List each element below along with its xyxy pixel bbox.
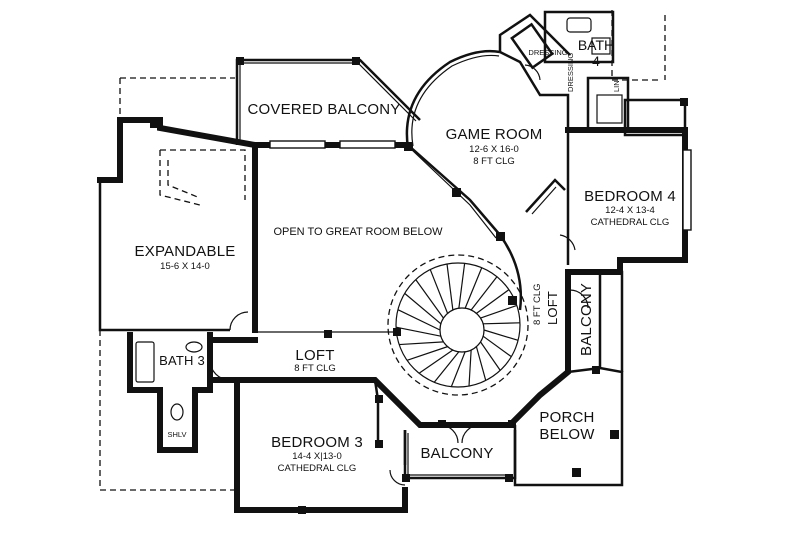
game-room-ceiling: 8 FT CLG [473,156,515,167]
stair-tread [483,322,520,325]
stair-tread [475,346,487,381]
game-room-walls [405,13,571,265]
loft-stair-ceiling: 8 FT CLG [532,283,543,325]
stair-tread [450,351,466,387]
stair-tread [470,276,498,311]
stair-tread [406,346,448,361]
game-room-label: GAME ROOM [445,126,543,143]
expandable-size: 15-6 X 14-0 [160,261,210,272]
stair-tread [415,279,444,319]
stair-tread [458,263,466,309]
stair-tread [464,267,483,309]
stair-tread [418,349,454,374]
game-room-size: 12-6 X 16-0 [469,144,519,155]
open-area-walls [252,140,523,338]
lin-label: LIN [612,80,621,92]
stair-tread [399,341,444,346]
stair-tread [480,341,501,371]
stair-tread [468,349,472,387]
bedroom4-walls [565,98,692,275]
bedroom4-size: 12-4 X 13-4 [605,205,655,216]
stair-tread [429,269,449,314]
covered-balcony-walls [235,57,421,145]
bedroom4-ceiling: CATHEDRAL CLG [590,217,670,228]
open-to-great-room-label: OPEN TO GREAT ROOM BELOW [273,226,443,238]
shlv-label: SHLV [167,430,187,439]
expandable-walls [97,117,258,333]
bath3-walls [127,332,213,453]
stair-tread [404,292,442,325]
bedroom3-label: BEDROOM 3 [271,434,363,451]
stair-tread [433,351,460,383]
loft-walls [207,269,571,428]
dressing-side-label: DRESSING [566,52,575,92]
stair-tread [480,304,518,319]
dressing-top-label: DRESSING [528,48,568,57]
loft-ceiling: 8 FT CLG [294,363,336,374]
stair-tread [483,329,519,341]
stair-tread [476,289,510,314]
spiral-stair [387,254,529,396]
bath3-label: BATH 3 [159,353,205,368]
expandable-label: EXPANDABLE [134,243,236,260]
loft-label: LOFT [295,347,335,364]
stair-tread [482,335,512,358]
balcony-right-label: BALCONY [578,282,595,356]
balcony-bottom-label: BALCONY [420,445,494,462]
bedroom3-size: 14-4 X|13-0 [292,451,342,462]
covered-balcony-label: COVERED BALCONY [247,101,401,118]
stair-tread [446,263,454,311]
porch-walls [513,270,624,487]
loft-stair-label: LOFT [545,290,560,325]
door-swings [209,64,589,486]
stair-tread [397,309,441,331]
bedroom3-ceiling: CATHEDRAL CLG [277,463,357,474]
bedroom4-label: BEDROOM 4 [584,188,676,205]
stair-tread [395,326,442,337]
